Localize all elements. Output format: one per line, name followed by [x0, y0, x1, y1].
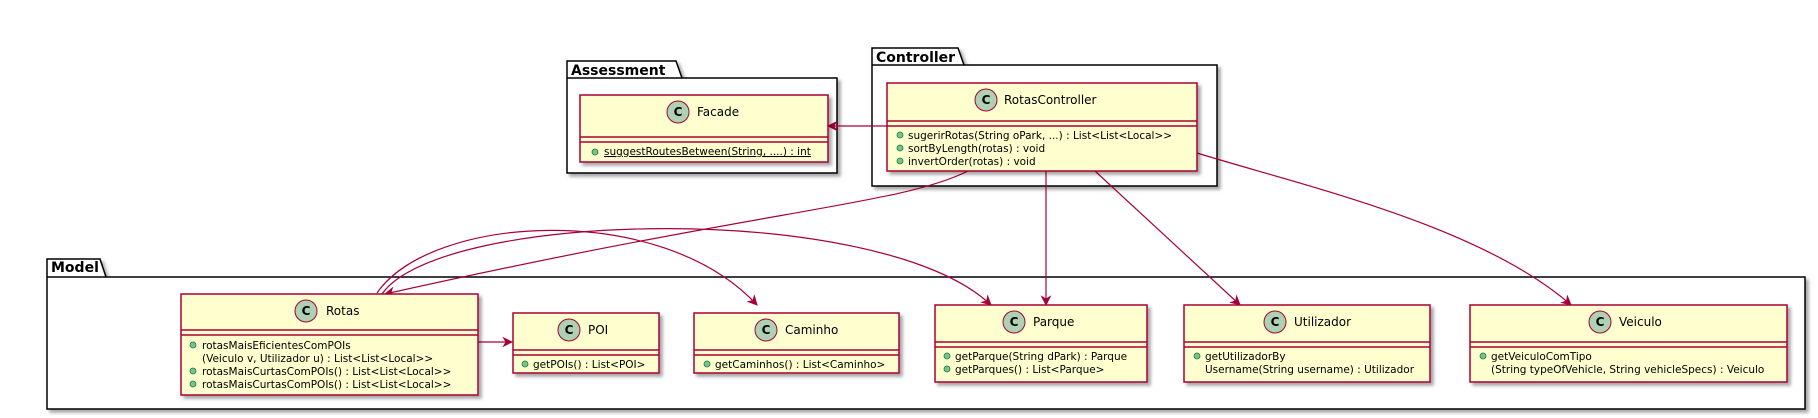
- class-icon: C: [1010, 315, 1019, 329]
- public-visibility-icon: [521, 360, 529, 368]
- public-visibility-icon: [1479, 352, 1487, 360]
- relationships: [376, 120, 1572, 348]
- veiculo-method-1: getVeiculoComTipo: [1491, 351, 1592, 363]
- parque-method-2: getParques() : List<Parque>: [955, 364, 1104, 376]
- arrow-rotas-to-parque: [381, 228, 992, 306]
- public-visibility-icon: [189, 341, 197, 349]
- rotascontroller-method-2: sortByLength(rotas) : void: [908, 143, 1045, 155]
- class-parque-name: Parque: [1033, 315, 1074, 329]
- facade-method-1: suggestRoutesBetween(String, ....) : int: [604, 146, 811, 158]
- rotascontroller-method-3: invertOrder(rotas) : void: [908, 156, 1036, 168]
- public-visibility-icon: [896, 131, 904, 139]
- class-parque: C Parque getParque(String dPark) : Parqu…: [934, 304, 1148, 383]
- class-poi-name: POI: [588, 323, 608, 337]
- class-veiculo-name: Veiculo: [1619, 315, 1662, 329]
- rotas-method-2: rotasMaisCurtasComPOIs() : List<List<Loc…: [202, 366, 451, 378]
- class-utilizador-name: Utilizador: [1294, 315, 1351, 329]
- rotas-method-3: rotasMaisCurtasComPOIs() : List<List<Loc…: [202, 379, 451, 391]
- class-rotas-name: Rotas: [326, 304, 359, 318]
- utilizador-method-1-cont: Username(String username) : Utilizador: [1205, 364, 1415, 376]
- class-caminho: C Caminho getCaminhos() : List<Caminho>: [693, 312, 900, 374]
- class-facade-name: Facade: [697, 105, 739, 119]
- class-icon: C: [982, 93, 991, 107]
- public-visibility-icon: [896, 144, 904, 152]
- arrow-rotascontroller-to-rotas: [383, 170, 969, 298]
- class-rotascontroller: C RotasController sugerirRotas(String oP…: [886, 82, 1198, 172]
- public-visibility-icon: [943, 352, 951, 360]
- public-visibility-icon: [591, 148, 599, 156]
- class-rotas: C Rotas rotasMaisEficientesComPOIs (Veic…: [180, 293, 479, 396]
- public-visibility-icon: [189, 367, 197, 375]
- class-icon: C: [1271, 315, 1280, 329]
- caminho-method-1: getCaminhos() : List<Caminho>: [715, 359, 885, 371]
- class-utilizador: C Utilizador getUtilizadorBy Username(St…: [1183, 304, 1431, 383]
- class-poi: C POI getPOIs() : List<POI>: [512, 312, 660, 374]
- public-visibility-icon: [703, 360, 711, 368]
- class-icon: C: [674, 105, 683, 119]
- rotascontroller-method-1: sugerirRotas(String oPark, ...) : List<L…: [908, 130, 1172, 142]
- class-veiculo: C Veiculo getVeiculoComTipo (String type…: [1469, 304, 1788, 383]
- class-icon: C: [302, 304, 311, 318]
- package-controller-title: Controller: [876, 50, 955, 66]
- class-icon: C: [565, 323, 574, 337]
- arrow-rotascontroller-to-veiculo: [1196, 152, 1572, 306]
- public-visibility-icon: [189, 380, 197, 388]
- veiculo-method-1-cont: (String typeOfVehicle, String vehicleSpe…: [1491, 364, 1764, 376]
- parque-method-1: getParque(String dPark) : Parque: [955, 351, 1127, 363]
- package-model-title: Model: [51, 260, 99, 276]
- class-icon: C: [1596, 315, 1605, 329]
- arrow-rotascontroller-to-utilizador: [1094, 170, 1241, 306]
- rotas-method-1-cont: (Veiculo v, Utilizador u) : List<List<Lo…: [202, 353, 433, 365]
- package-assessment-title: Assessment: [571, 63, 666, 79]
- arrow-rotas-to-caminho: [376, 229, 758, 306]
- public-visibility-icon: [896, 157, 904, 165]
- class-rotascontroller-name: RotasController: [1004, 93, 1097, 107]
- class-icon: C: [762, 323, 771, 337]
- poi-method-1: getPOIs() : List<POI>: [533, 359, 645, 371]
- public-visibility-icon: [1193, 352, 1201, 360]
- rotas-method-1: rotasMaisEficientesComPOIs: [202, 340, 351, 352]
- class-caminho-name: Caminho: [785, 323, 838, 337]
- class-facade: C Facade suggestRoutesBetween(String, ..…: [579, 94, 829, 163]
- utilizador-method-1: getUtilizadorBy: [1205, 351, 1286, 363]
- public-visibility-icon: [943, 365, 951, 373]
